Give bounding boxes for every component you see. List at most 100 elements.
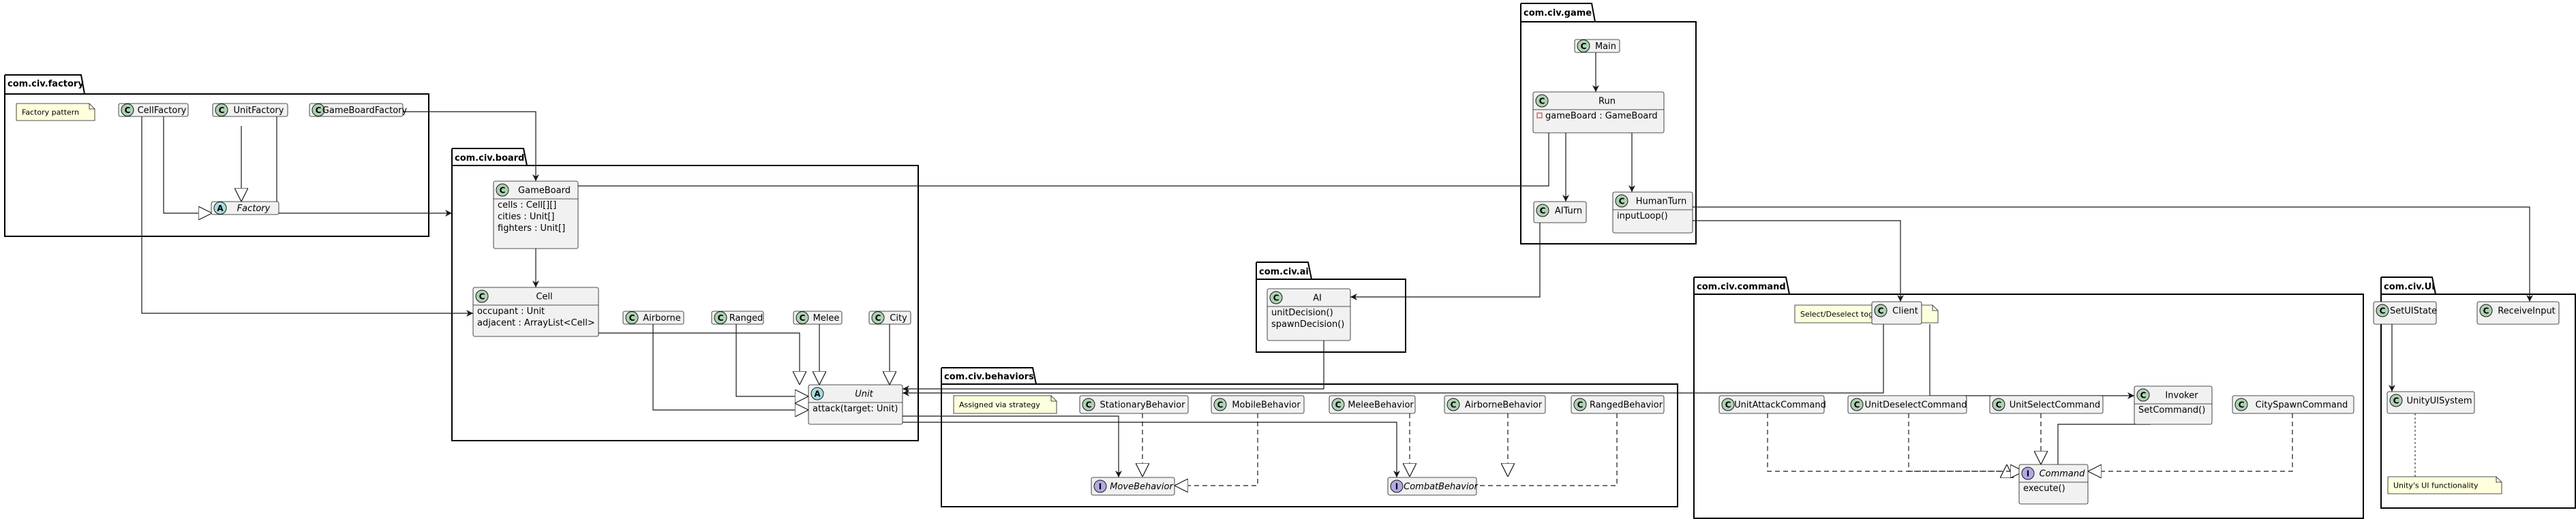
stereotype-letter: C xyxy=(125,106,131,115)
class-melee-behavior: C MeleeBehavior xyxy=(1329,395,1416,414)
rel-client-invoker xyxy=(1929,324,2134,399)
class-stereotype-icon xyxy=(1331,398,1345,411)
class-name: CitySpawnCommand xyxy=(2256,400,2348,411)
stereotype-letter: C xyxy=(479,292,485,302)
class-stereotype-icon xyxy=(1850,398,1864,411)
class-name: AirborneBehavior xyxy=(1465,400,1543,411)
class-name: Cell xyxy=(536,292,552,302)
rel-attack-command xyxy=(1767,413,2007,471)
class-name: MobileBehavior xyxy=(1232,400,1301,411)
class-name: GameBoardFactory xyxy=(322,106,408,116)
stereotype-letter: C xyxy=(500,186,506,195)
class-airborne-behavior: C AirborneBehavior xyxy=(1444,395,1546,414)
class-name: StationaryBehavior xyxy=(1100,400,1186,411)
package-board: com.civ.board xyxy=(451,148,919,441)
class-run: C Run gameBoard : GameBoard xyxy=(1532,91,1665,133)
stereotype-letter: C xyxy=(1539,97,1545,106)
package-behaviors: com.civ.behaviors xyxy=(941,367,1678,507)
class-name: SetUIState xyxy=(2390,306,2437,317)
class-stereotype-icon xyxy=(1082,398,1095,411)
stereotype-letter: C xyxy=(1273,294,1279,303)
package-label-board: com.civ.board xyxy=(455,153,524,163)
class-name: Airborne xyxy=(643,313,680,323)
class-member: spawnDecision() xyxy=(1271,319,1344,330)
stereotype-letter: C xyxy=(2140,391,2147,400)
class-stereotype-icon xyxy=(2389,394,2403,407)
class-member: adjacent : ArrayList<Cell> xyxy=(477,318,595,328)
stereotype-letter: C xyxy=(1451,400,1457,410)
interface-stereotype-icon xyxy=(1390,479,1404,493)
class-name: City xyxy=(890,313,907,323)
rel-cellfactory-cell xyxy=(141,116,473,317)
class-name: MoveBehavior xyxy=(1110,482,1174,492)
class-member: inputLoop() xyxy=(1617,211,1668,221)
rel-gameboardfactory-gameboard xyxy=(403,111,539,181)
rel-ranged-unit xyxy=(736,324,808,396)
rel-unit-movebehavior xyxy=(903,415,1122,477)
class-name: AITurn xyxy=(1555,206,1582,217)
rel-cellfactory-factory xyxy=(163,116,212,213)
class-stereotype-icon xyxy=(1992,398,2005,411)
class-stereotype-icon xyxy=(1535,94,1549,108)
rel-humanturn-receiveinput xyxy=(1693,206,2533,302)
class-melee: C Melee xyxy=(793,311,843,325)
class-name: Client xyxy=(1892,306,1918,317)
note-factory: Factory pattern xyxy=(16,103,95,121)
class-stereotype-icon xyxy=(795,311,809,324)
stereotype-letter: C xyxy=(629,313,635,323)
class-name: Melee xyxy=(813,313,840,323)
package-label-ai: com.civ.ai xyxy=(1259,267,1309,277)
note-text: Unity's UI functionality xyxy=(2393,481,2479,490)
stereotype-letter: C xyxy=(1619,197,1625,206)
class-member: cities : Unit[] xyxy=(498,212,555,222)
class-stereotype-icon xyxy=(2376,304,2389,317)
rel-deselect-command xyxy=(1908,413,2024,471)
stereotype-letter: C xyxy=(2239,400,2245,410)
class-member: gameBoard : GameBoard xyxy=(1545,111,1658,121)
stereotype-letter: C xyxy=(1217,400,1224,410)
class-name: Ranged xyxy=(729,313,763,323)
class-stereotype-icon xyxy=(2234,398,2248,411)
class-stereotype-icon xyxy=(1536,204,1549,217)
class-name: GameBoard xyxy=(518,186,571,196)
stereotype-letter: A xyxy=(814,390,821,399)
class-stereotype-icon xyxy=(1615,194,1628,208)
class-member: fighters : Unit[] xyxy=(498,223,565,234)
rel-cell-unit xyxy=(598,332,800,385)
stereotype-letter: C xyxy=(316,106,322,115)
rel-invoker-command xyxy=(2055,424,2151,473)
class-stereotype-icon xyxy=(215,104,228,116)
private-visibility-icon xyxy=(1536,112,1543,119)
package-label-game: com.civ.game xyxy=(1524,8,1592,18)
class-name: Factory xyxy=(237,204,271,214)
class-member: unitDecision() xyxy=(1271,308,1333,318)
class-name: UnitFactory xyxy=(234,106,284,116)
class-name: MeleeBehavior xyxy=(1348,400,1414,411)
class-name: UnitAttackCommand xyxy=(1734,400,1826,411)
class-stereotype-icon xyxy=(714,311,727,324)
stereotype-letter: C xyxy=(1878,306,1884,316)
rel-mobile-movebehavior xyxy=(1175,413,1258,486)
class-name: Run xyxy=(1598,97,1616,107)
stereotype-letter: C xyxy=(1335,400,1342,410)
class-ai: C AI unitDecision()spawnDecision() xyxy=(1267,288,1351,341)
class-stereotype-icon xyxy=(1721,398,1735,411)
stereotype-letter: C xyxy=(800,313,806,323)
class-city-spawn-command: C CitySpawnCommand xyxy=(2232,395,2354,414)
class-name: AI xyxy=(1313,294,1322,304)
package-ui: com.civ.UI xyxy=(2380,277,2576,509)
